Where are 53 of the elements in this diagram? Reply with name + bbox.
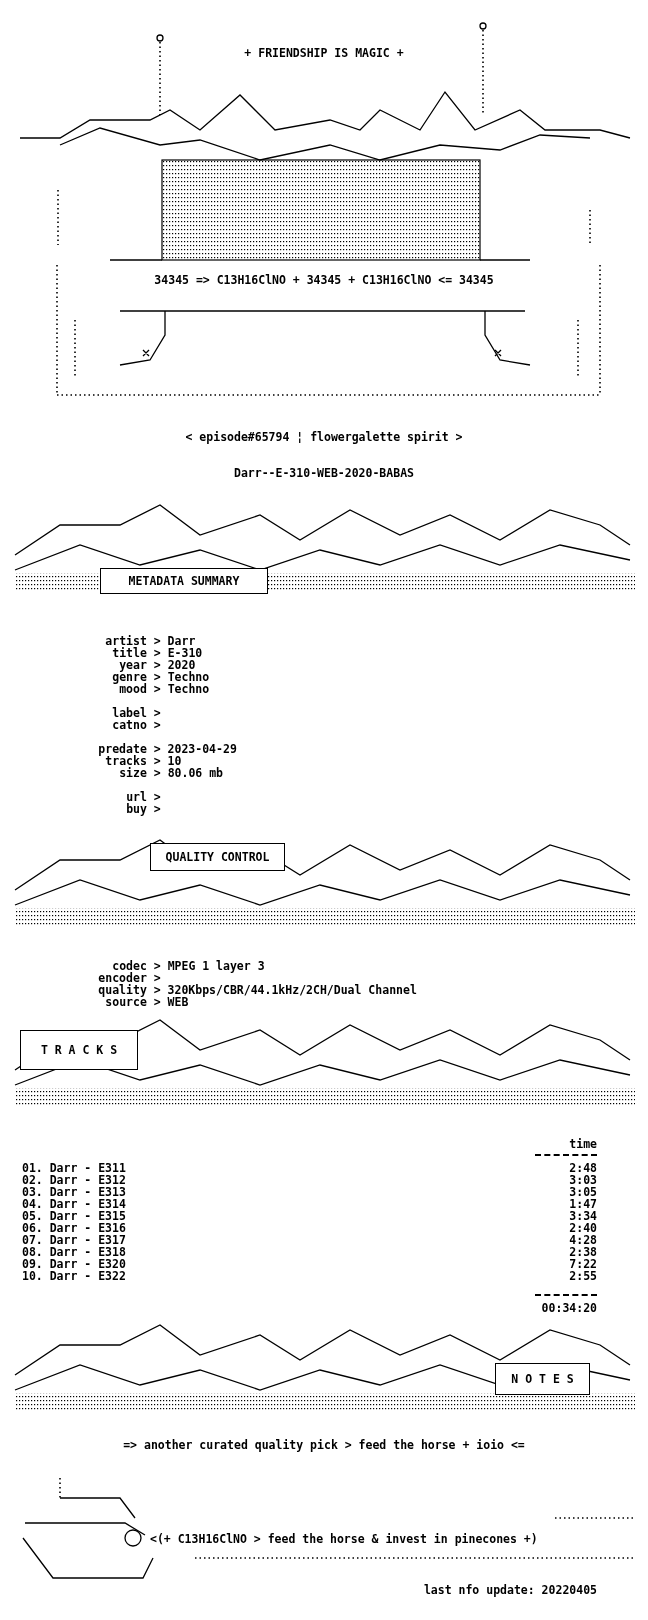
metadata-row: genre > Techno [112,671,210,684]
track-title: 09. Darr - E320 [22,1258,126,1271]
total-duration: 00:34:20 [541,1302,597,1315]
quality-row: encoder > [98,972,161,985]
track-title: 07. Darr - E317 [22,1234,126,1247]
metadata-row: size > 80.06 mb [119,767,224,780]
metadata-row: title > E-310 [112,647,203,660]
track-duration: 4:28 [569,1234,597,1247]
section-heading: METADATA SUMMARY [128,574,240,588]
section-heading: N O T E S [511,1372,574,1386]
section-heading: QUALITY CONTROL [165,850,270,864]
track-duration: 3:05 [569,1186,597,1199]
quality-row: quality > 320Kbps/CBR/44.1kHz/2CH/Dual Channel [98,984,417,997]
metadata-row: artist > Darr [105,635,196,648]
formula-line: 34345 => C13H16ClNO + 34345 + C13H16ClNO <= 34345 [153,274,495,287]
track-duration: 2:40 [569,1222,597,1235]
metadata-row: predate > 2023-04-29 [98,743,237,756]
metadata-row: url > [126,791,161,804]
section-heading-box [100,568,268,594]
release-name: Darr--E-310-WEB-2020-BABAS [233,467,415,480]
section-heading: T R A C K S [40,1043,118,1057]
section-heading-box [20,1030,138,1070]
track-title: 04. Darr - E314 [22,1198,126,1211]
metadata-row: catno > [112,719,161,732]
update-date: last nfo update: 20220405 [423,1584,597,1597]
track-title: 02. Darr - E312 [22,1174,126,1187]
track-duration: 2:55 [569,1270,597,1283]
track-title: 05. Darr - E315 [22,1210,126,1223]
metadata-row: year > 2020 [119,659,196,672]
column-header: time [569,1138,597,1151]
quality-row: codec > MPEG 1 layer 3 [112,960,265,973]
track-title: 10. Darr - E322 [22,1270,126,1283]
track-title: 06. Darr - E316 [22,1222,126,1235]
metadata-row: buy > [126,803,161,816]
metadata-row: label > [112,707,161,720]
quality-row: source > WEB [105,996,189,1009]
track-title: 03. Darr - E313 [22,1186,126,1199]
track-title: 01. Darr - E311 [22,1162,126,1175]
metadata-row: mood > Techno [119,683,210,696]
tagline: => another curated quality pick > feed the horse + ioio <= [122,1439,526,1452]
track-duration: 2:38 [569,1246,597,1259]
section-heading-box [495,1363,590,1395]
track-title: 08. Darr - E318 [22,1246,126,1259]
track-duration: 7:22 [569,1258,597,1271]
track-duration: 3:03 [569,1174,597,1187]
metadata-row: tracks > 10 [105,755,182,768]
banner-title: + FRIENDSHIP IS MAGIC + [244,47,404,60]
episode-line: < episode#65794 ¦ flowergalette spirit > [185,431,463,444]
tagline: <(+ C13H16ClNO > feed the horse & invest in pinecones +) [150,1533,538,1546]
track-duration: 3:34 [569,1210,597,1223]
track-duration: 1:47 [569,1198,597,1211]
section-heading-box [150,843,285,871]
track-duration: 2:48 [569,1162,597,1175]
